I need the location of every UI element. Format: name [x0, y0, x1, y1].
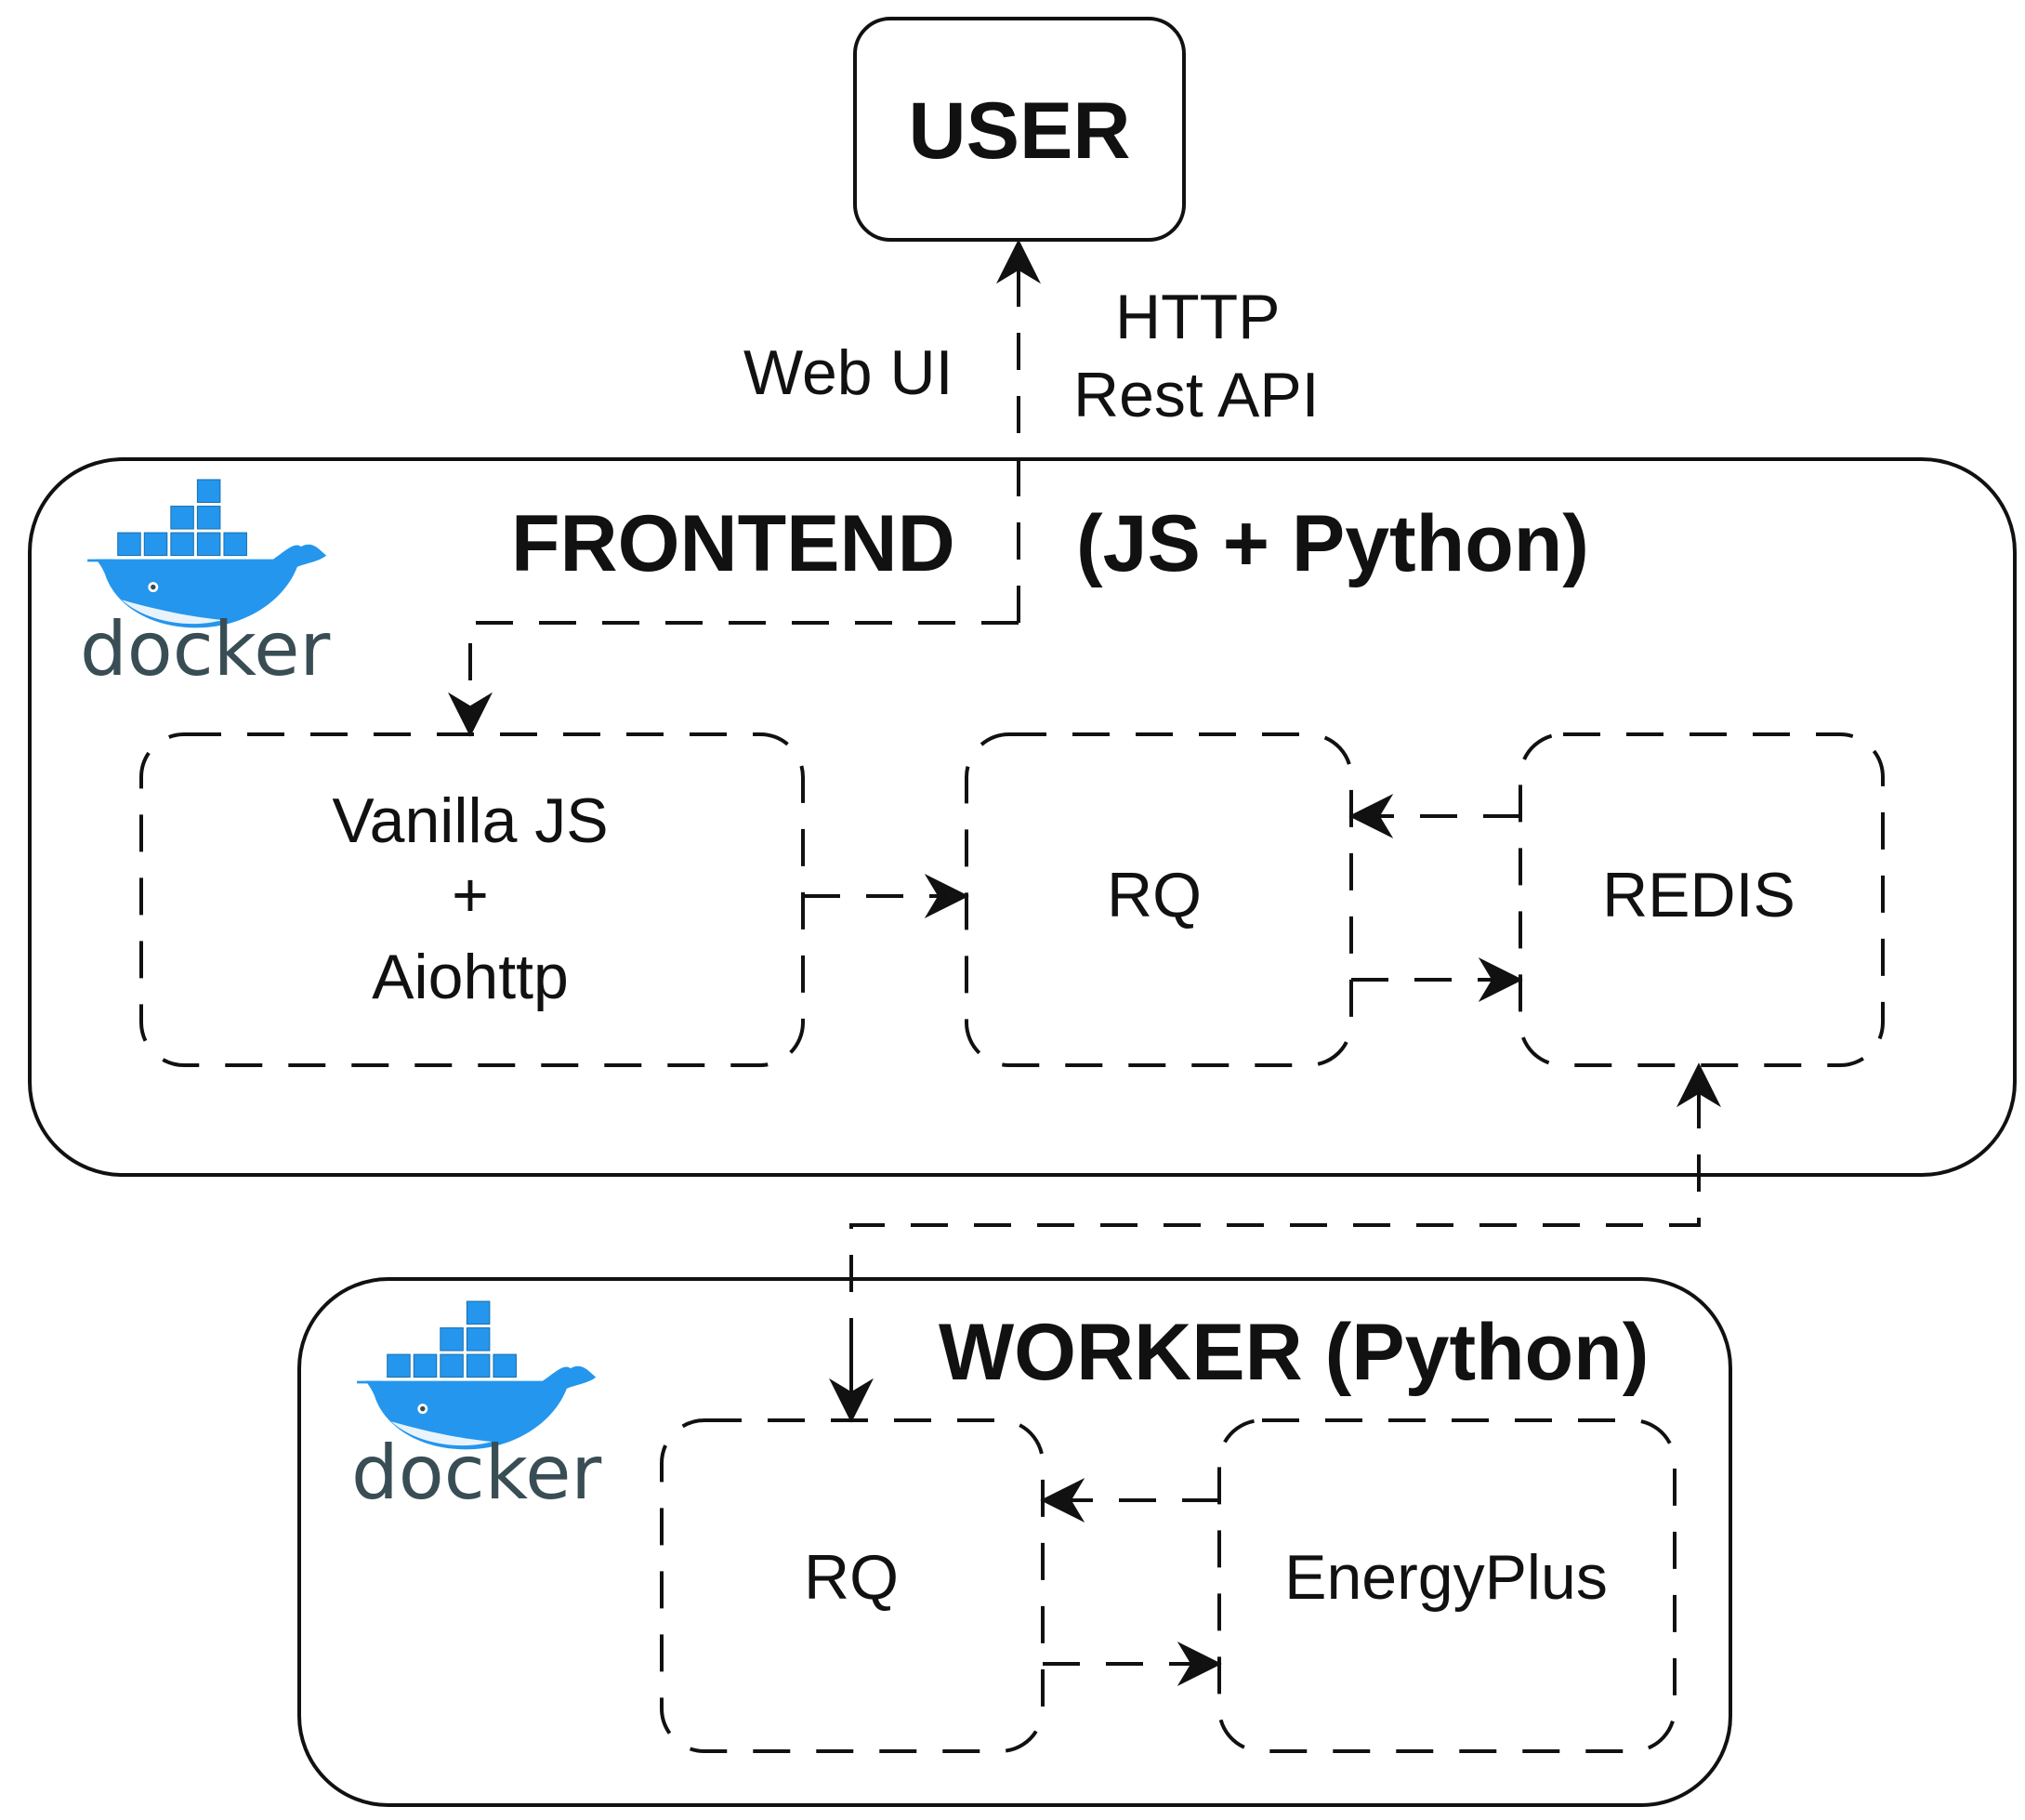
frontend-title: FRONTEND	[511, 499, 955, 588]
user-label: USER	[909, 86, 1131, 176]
frontend-container	[28, 457, 2017, 1177]
docker-wordmark: docker	[80, 606, 330, 692]
web-ui-label: Web UI	[743, 337, 953, 408]
docker-logo-frontend: docker	[80, 478, 330, 692]
rq-worker-label: RQ	[804, 1542, 899, 1613]
rq-frontend-label: RQ	[1107, 860, 1202, 930]
rest-api-label: Rest API	[1073, 360, 1320, 430]
plus-label: +	[452, 860, 489, 930]
redis-label: REDIS	[1602, 860, 1795, 930]
frontend-subtitle: (JS + Python)	[1076, 499, 1589, 588]
energyplus-label: EnergyPlus	[1284, 1542, 1608, 1613]
vanilla-js-label: Vanilla JS	[332, 785, 608, 856]
docker-logo-worker: docker	[351, 1299, 601, 1516]
http-label: HTTP	[1115, 282, 1281, 352]
worker-title: WORKER (Python)	[939, 1308, 1649, 1397]
worker-container	[297, 1277, 1732, 1807]
aiohttp-label: Aiohttp	[372, 942, 569, 1012]
docker-wordmark: docker	[351, 1430, 601, 1516]
